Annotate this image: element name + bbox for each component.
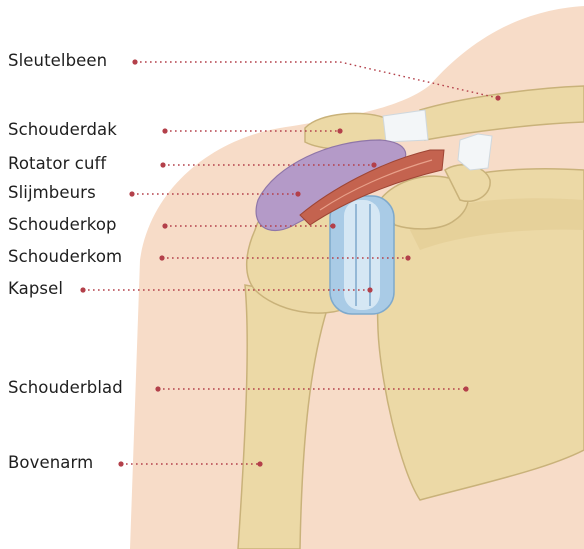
acromioclavicular-ligament xyxy=(383,110,428,142)
leader-dot xyxy=(155,386,160,391)
label-capsule: Kapsel xyxy=(8,279,63,298)
leader-dot xyxy=(367,287,372,292)
label-rotator-cuff: Rotator cuff xyxy=(8,154,106,173)
leader-dot xyxy=(295,191,300,196)
label-humeral-head: Schouderkop xyxy=(8,215,117,234)
leader-dot xyxy=(463,386,468,391)
leader-dot xyxy=(330,223,335,228)
leader-dot xyxy=(257,461,262,466)
leader-dot xyxy=(162,128,167,133)
joint-capsule xyxy=(330,196,394,314)
leader-dot xyxy=(118,461,123,466)
leader-dot xyxy=(162,223,167,228)
coracoclavicular-ligament xyxy=(458,134,492,170)
leader-dot xyxy=(337,128,342,133)
leader-dot xyxy=(159,255,164,260)
label-humerus: Bovenarm xyxy=(8,453,93,472)
label-clavicle: Sleutelbeen xyxy=(8,51,107,70)
leader-dot xyxy=(129,191,134,196)
label-glenoid: Schouderkom xyxy=(8,247,122,266)
leader-dot xyxy=(371,162,376,167)
leader-dot xyxy=(495,95,500,100)
label-bursa: Slijmbeurs xyxy=(8,183,96,202)
leader-dot xyxy=(80,287,85,292)
leader-dot xyxy=(405,255,410,260)
label-scapula: Schouderblad xyxy=(8,378,123,397)
label-acromion: Schouderdak xyxy=(8,120,117,139)
leader-dot xyxy=(132,59,137,64)
leader-dot xyxy=(160,162,165,167)
